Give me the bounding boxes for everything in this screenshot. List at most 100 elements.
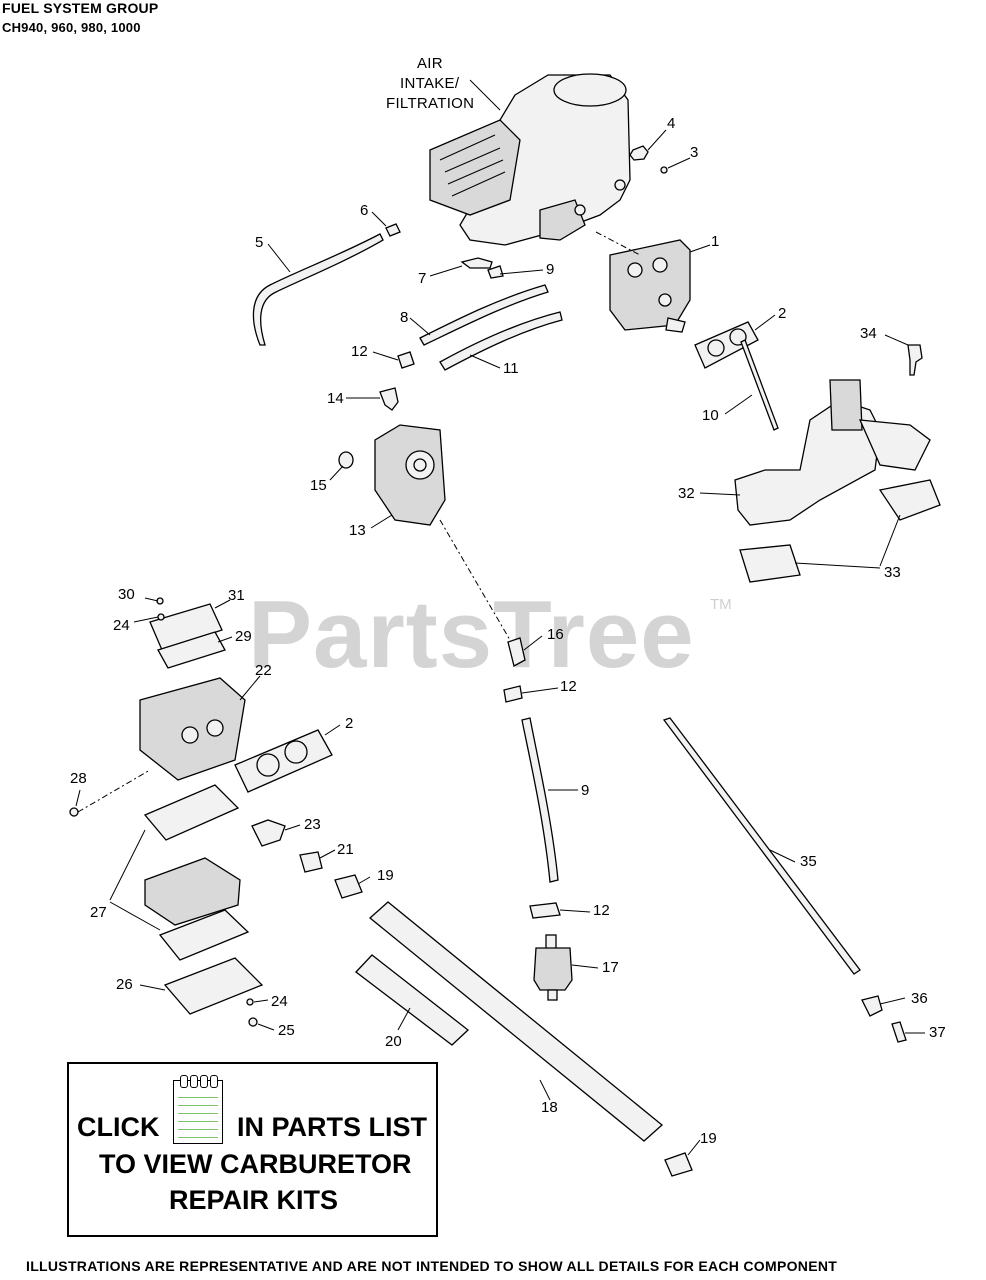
hose-5[interactable] — [252, 233, 384, 346]
hose-8[interactable] — [419, 284, 549, 346]
washer-15[interactable] — [338, 451, 354, 469]
washer-24-lower[interactable] — [246, 998, 254, 1006]
callout-37: 37 — [929, 1024, 946, 1041]
callout-18: 18 — [541, 1099, 558, 1116]
callout-4: 4 — [667, 115, 675, 132]
callout-20: 20 — [385, 1033, 402, 1050]
watermark: PartsTree — [248, 581, 695, 688]
caption-air: AIR — [417, 55, 443, 72]
repair-kit-notice: CLICK IN PARTS LIST TO VIEW CARBURETOR R… — [67, 1062, 438, 1237]
fitting-34[interactable] — [907, 344, 923, 376]
callout-12-lower: 12 — [593, 902, 610, 919]
callout-12-upper: 12 — [351, 343, 368, 360]
spacer-27-b[interactable] — [144, 857, 241, 926]
callout-15: 15 — [310, 477, 327, 494]
carburetor-1[interactable] — [609, 239, 691, 333]
callout-7: 7 — [418, 270, 426, 287]
callout-27: 27 — [90, 904, 107, 921]
callout-34: 34 — [860, 325, 877, 342]
elbow-23[interactable] — [251, 819, 286, 847]
callout-16: 16 — [547, 626, 564, 643]
gasket-31[interactable] — [149, 603, 223, 651]
leader-lines — [75, 129, 925, 1156]
gasket-27-c[interactable] — [158, 909, 250, 961]
callout-19-upper: 19 — [377, 867, 394, 884]
callout-6: 6 — [360, 202, 368, 219]
notice-in-parts-list: IN PARTS LIST — [237, 1112, 428, 1142]
callout-11: 11 — [503, 360, 519, 377]
watermark-tm: TM — [710, 596, 732, 613]
callout-28: 28 — [70, 770, 87, 787]
fuel-line-35[interactable] — [662, 717, 861, 975]
callout-2-lower: 2 — [345, 715, 353, 732]
callout-25: 25 — [278, 1022, 295, 1039]
plug-37[interactable] — [891, 1021, 907, 1043]
callout-22: 22 — [255, 662, 272, 679]
hose-9-vertical[interactable] — [521, 717, 559, 883]
fuel-filter-17[interactable] — [533, 934, 573, 1001]
notice-to-view: TO VIEW CARBURETOR — [99, 1149, 412, 1179]
callout-21: 21 — [337, 841, 354, 858]
caption-filtration: FILTRATION — [386, 95, 474, 112]
callout-26: 26 — [116, 976, 133, 993]
callout-1: 1 — [711, 233, 719, 250]
carburetor-22[interactable] — [139, 677, 246, 781]
callout-36: 36 — [911, 990, 928, 1007]
caption-intake: INTAKE/ — [400, 75, 460, 92]
callout-24-lower: 24 — [271, 993, 288, 1010]
callout-23: 23 — [304, 816, 321, 833]
clamp-19-lower[interactable] — [664, 1152, 693, 1177]
callout-9-lower: 9 — [581, 782, 589, 799]
callout-2-upper: 2 — [778, 305, 786, 322]
callout-19-lower: 19 — [700, 1130, 717, 1147]
callout-14: 14 — [327, 390, 344, 407]
gasket-33-left[interactable] — [739, 544, 801, 583]
fitting-16[interactable] — [507, 637, 526, 667]
exploded-parts-diagram: AIR INTAKE/ FILTRATION — [69, 55, 946, 1177]
air-intake-housing[interactable] — [429, 73, 631, 246]
callout-31: 31 — [228, 587, 245, 604]
hose-20[interactable] — [355, 954, 469, 1046]
gasket-2-lower[interactable] — [234, 729, 333, 793]
fitting-36[interactable] — [861, 995, 883, 1017]
screw-28[interactable] — [69, 807, 79, 817]
callout-33: 33 — [884, 564, 901, 581]
disclaimer: ILLUSTRATIONS ARE REPRESENTATIVE AND ARE… — [26, 1258, 838, 1274]
clamp-6[interactable] — [385, 223, 401, 237]
intake-manifold-32[interactable] — [734, 379, 931, 526]
callout-3: 3 — [690, 144, 698, 161]
callout-10: 10 — [702, 407, 719, 424]
callout-9-upper: 9 — [546, 261, 554, 278]
clamp-9-upper[interactable] — [487, 265, 504, 279]
clamp-12-upper[interactable] — [397, 351, 415, 369]
notebook-icon[interactable] — [173, 1075, 223, 1144]
gasket-29[interactable] — [157, 631, 226, 669]
callout-30: 30 — [118, 586, 135, 603]
elbow-14[interactable] — [379, 387, 399, 411]
gasket-33-right[interactable] — [878, 479, 941, 521]
callout-24-upper: 24 — [113, 617, 130, 634]
callout-8: 8 — [400, 309, 408, 326]
callout-5: 5 — [255, 234, 263, 251]
screw-25[interactable] — [248, 1017, 258, 1027]
clamp-12-lower[interactable] — [529, 902, 561, 919]
callout-17: 17 — [602, 959, 619, 976]
plate-26[interactable] — [163, 957, 264, 1015]
callout-32: 32 — [678, 485, 695, 502]
washer-24-upper[interactable] — [157, 613, 165, 621]
washer-3[interactable] — [660, 166, 668, 174]
clamp-12-mid[interactable] — [503, 685, 523, 703]
notice-click: CLICK — [77, 1112, 160, 1142]
stud-10[interactable] — [740, 339, 779, 431]
fuel-pump-13[interactable] — [374, 424, 446, 526]
fitting-7[interactable] — [460, 257, 493, 269]
callout-35: 35 — [800, 853, 817, 870]
model-list: CH940, 960, 980, 1000 — [2, 20, 141, 35]
nut-4[interactable] — [629, 145, 649, 161]
bushing-21[interactable] — [299, 851, 323, 873]
notice-repair-kits: REPAIR KITS — [169, 1185, 339, 1215]
page-title: FUEL SYSTEM GROUP — [2, 0, 159, 16]
gasket-27-a[interactable] — [143, 784, 240, 841]
clamp-19-upper[interactable] — [334, 874, 363, 899]
hose-18[interactable] — [368, 901, 664, 1142]
